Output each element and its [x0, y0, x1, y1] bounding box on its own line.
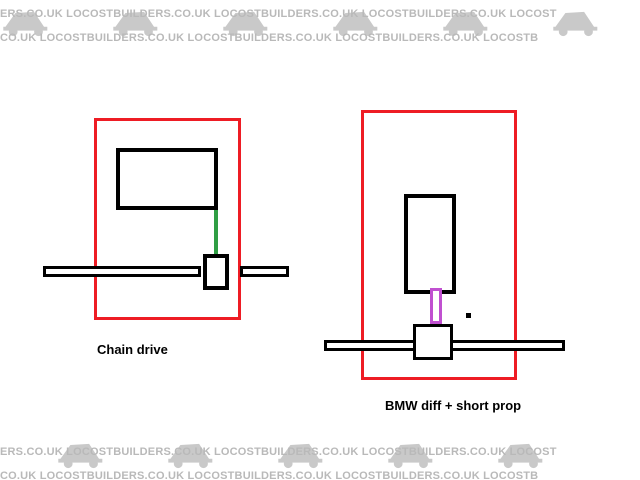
right-axle-beam-right [450, 340, 565, 351]
left-sprocket-housing [203, 254, 229, 290]
watermark-text-line: CO.UK LOCOSTBUILDERS.CO.UK LOCOSTBUILDER… [0, 32, 539, 44]
left-highlight-box [94, 118, 241, 320]
watermark-text-line: ERS.CO.UK LOCOSTBUILDERS.CO.UK LOCOSTBUI… [0, 8, 557, 20]
right-highlight-box [361, 110, 517, 380]
watermark-car-silhouettes [58, 443, 543, 469]
watermark-band-bottom: ERS.CO.UK LOCOSTBUILDERS.CO.UK LOCOSTBUI… [0, 434, 640, 480]
chain-drive-link [214, 210, 218, 256]
bmw-differential-housing [413, 324, 453, 360]
marker-dot-icon [466, 313, 471, 318]
left-axle-beam-inner [43, 266, 201, 277]
right-axle-beam-left [324, 340, 416, 351]
watermark-text-line: ERS.CO.UK LOCOSTBUILDERS.CO.UK LOCOSTBUI… [0, 446, 557, 458]
left-engine-gearbox-block [116, 148, 218, 210]
right-assembly-caption: BMW diff + short prop [385, 398, 522, 413]
watermark-text-line: CO.UK LOCOSTBUILDERS.CO.UK LOCOSTBUILDER… [0, 470, 539, 480]
watermark-band-top: ERS.CO.UK LOCOSTBUILDERS.CO.UK LOCOSTBUI… [0, 0, 640, 46]
left-axle-beam-outer [240, 266, 289, 277]
short-propshaft [430, 288, 442, 324]
right-engine-gearbox-block [404, 194, 456, 294]
watermark-car-silhouettes [3, 11, 598, 37]
left-assembly-caption: Chain drive [97, 342, 168, 357]
